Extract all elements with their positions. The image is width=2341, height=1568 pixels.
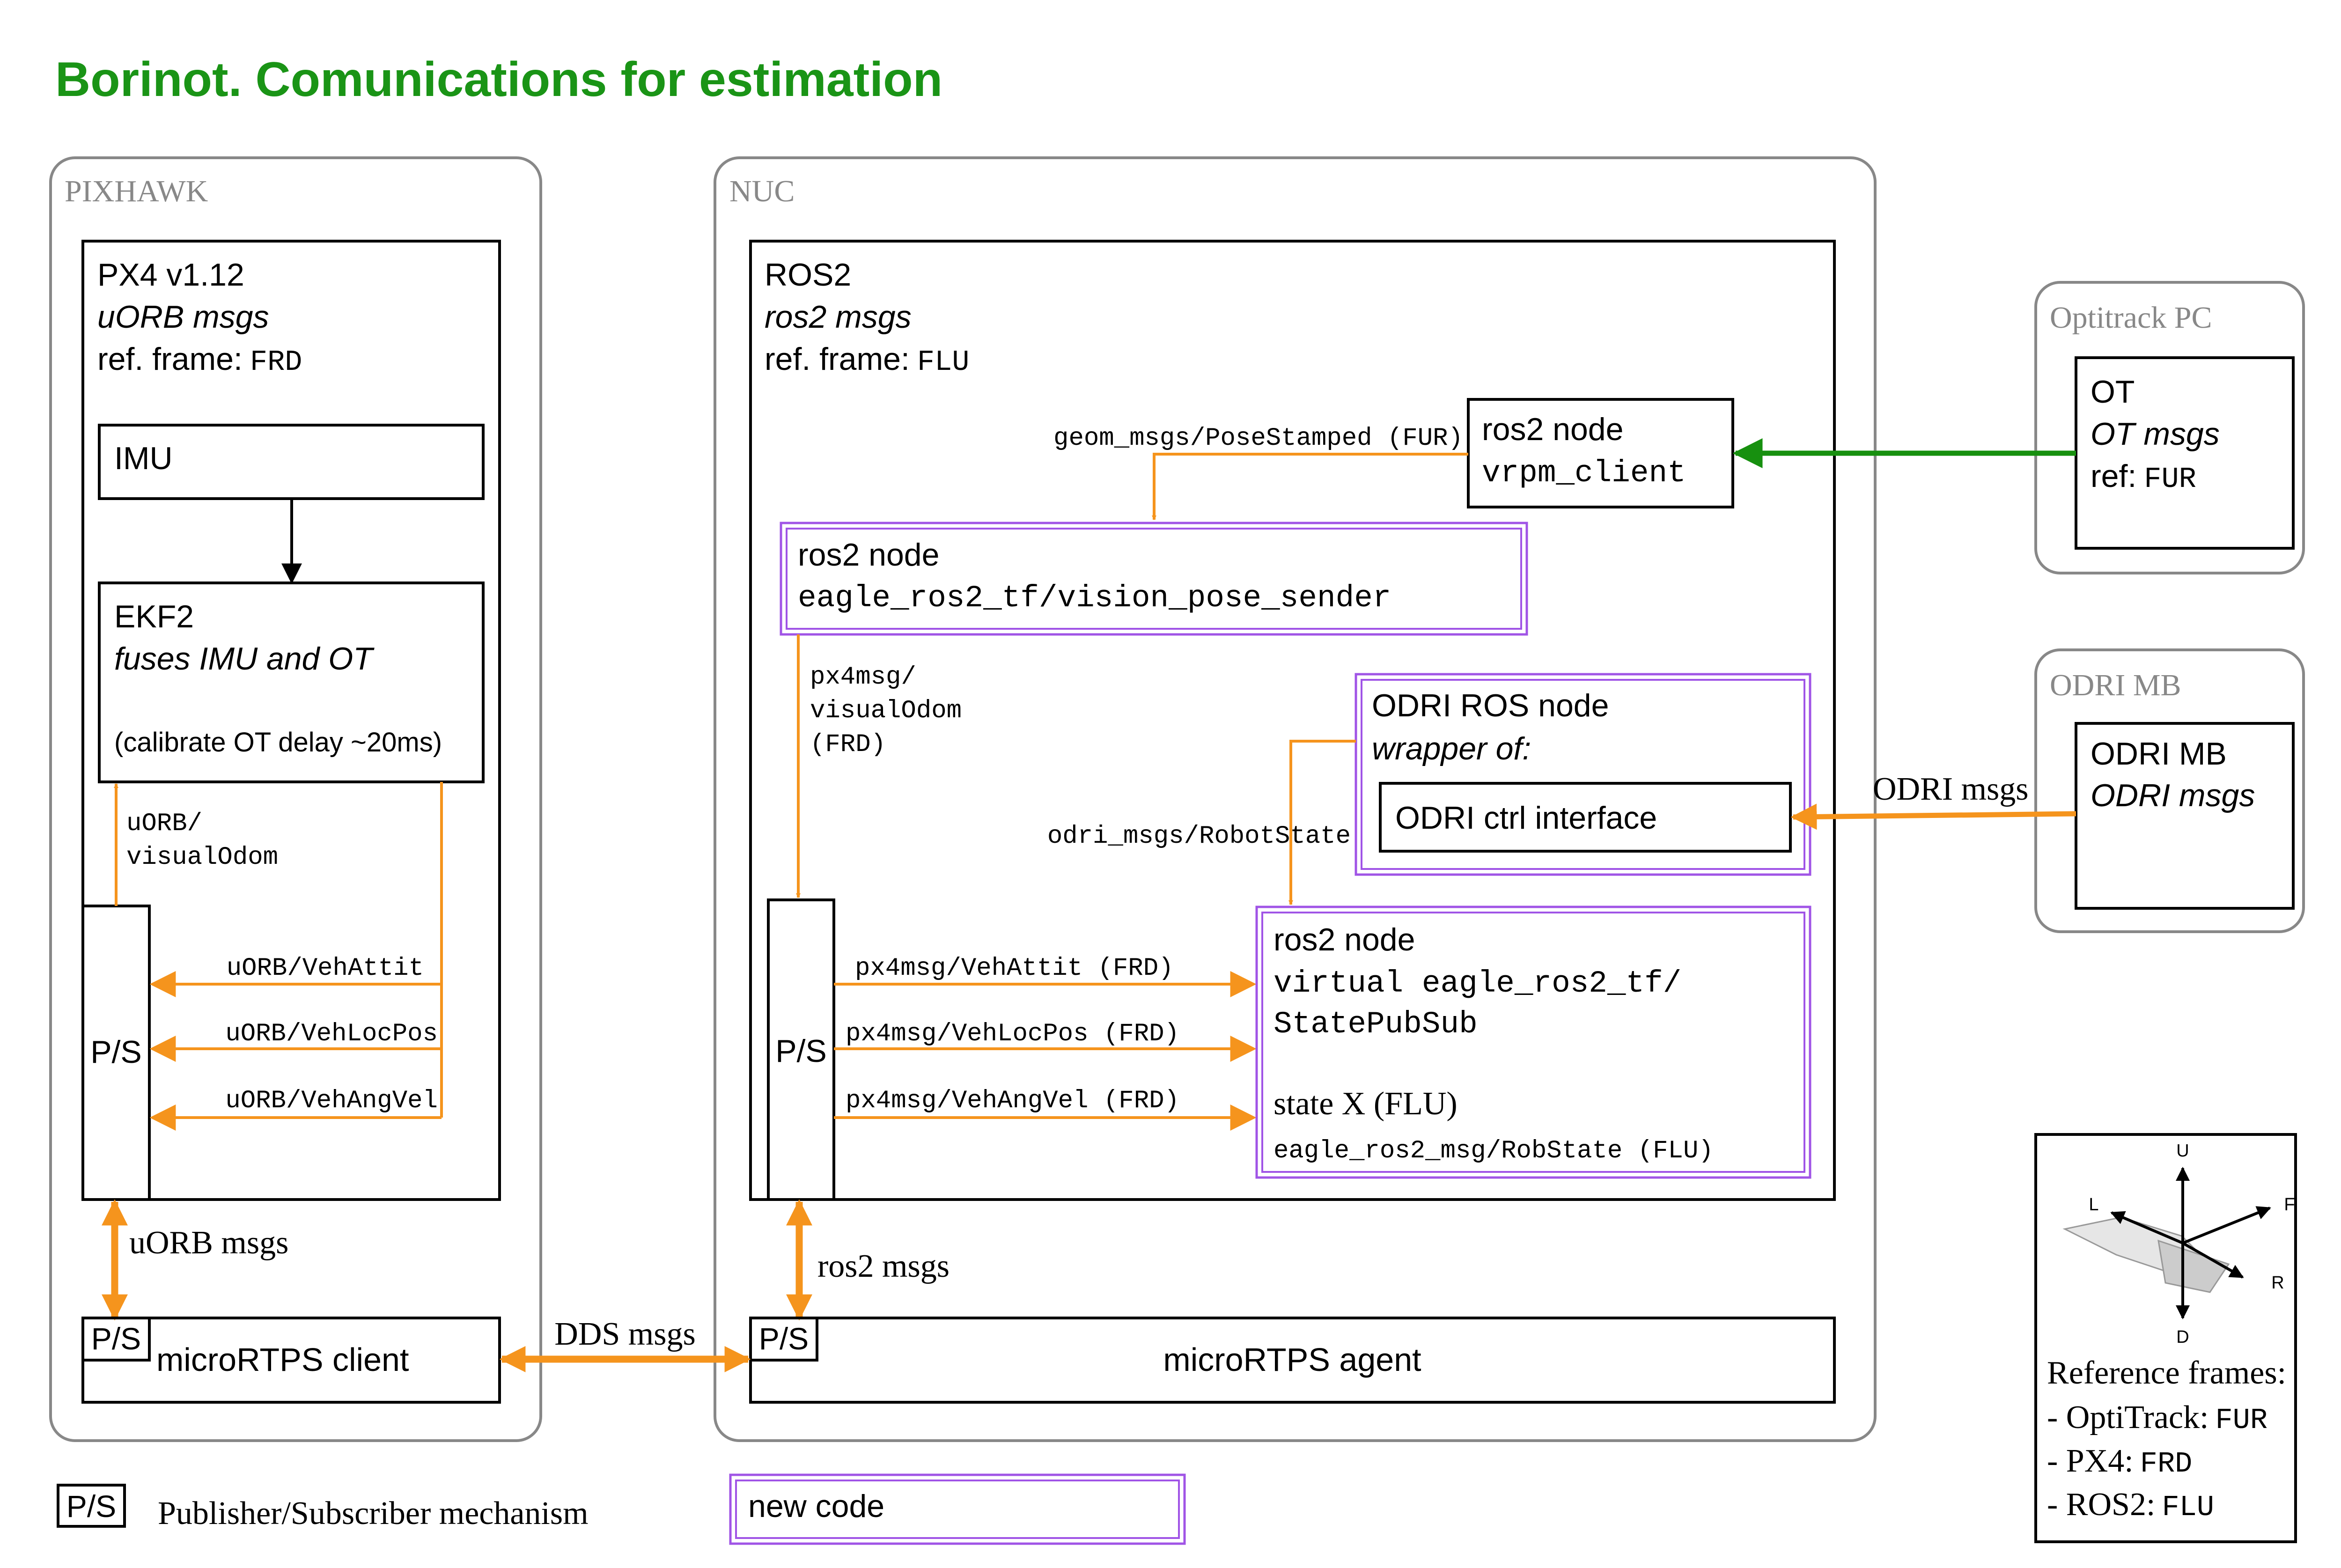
odri-ros-node-subtitle: wrapper of:: [1372, 731, 1531, 766]
micrortps-client-ps-box: [81, 1317, 151, 1362]
px4-visualodom-topic-1: uORB/: [126, 810, 202, 838]
vision-pose-sender-name: eagle_ros2_tf/vision_pose_sender: [798, 581, 1391, 616]
axis-f-label: F: [2284, 1195, 2295, 1215]
vrpm-client-title: ros2 node: [1482, 412, 1623, 447]
state-pubsub-inner: [1261, 912, 1805, 1173]
state-pubsub-title: ros2 node: [1274, 922, 1415, 957]
reference-frames-title: Reference frames:: [2047, 1355, 2286, 1391]
legend-ps-label: P/S: [66, 1489, 116, 1524]
reference-frame-px4: - PX4:FRD: [2047, 1443, 2192, 1480]
px4msg-visualodom-topic-2: visualOdom: [810, 697, 962, 725]
ot-name: OT: [2091, 374, 2135, 410]
micrortps-client-label: microRTPS client: [156, 1341, 409, 1378]
ros2-ref-frame: ref. frame:FLU: [765, 341, 969, 379]
micrortps-agent-ps-label: P/S: [759, 1321, 809, 1356]
pixhawk-label: PIXHAWK: [65, 174, 208, 208]
ros2-box: [749, 240, 1836, 1201]
vision-pose-sender-inner: [786, 528, 1522, 630]
ros2-link-label: ros2 msgs: [817, 1248, 950, 1284]
odri-mb-msgs: ODRI msgs: [2091, 778, 2255, 813]
odri-ros-node-inner: [1361, 679, 1805, 870]
odri-ros-node-title: ODRI ROS node: [1372, 688, 1609, 723]
odri-msgs-link-label: ODRI msgs: [1873, 771, 2029, 807]
axis-r-arrow: [2182, 1242, 2244, 1279]
ekf2-title: EKF2: [114, 599, 194, 634]
reference-frame-ros2: - ROS2:FLU: [2047, 1487, 2214, 1524]
ros2-name: ROS2: [765, 257, 851, 293]
micrortps-agent-ps-box: [749, 1317, 818, 1362]
state-pubsub-state: state X (FLU): [1274, 1086, 1458, 1122]
state-pubsub-name-2: StatePubSub: [1274, 1007, 1478, 1042]
ekf2-note: (calibrate OT delay ~20ms): [114, 727, 442, 758]
ros2-angvel-topic: px4msg/VehAngVel (FRD): [846, 1087, 1179, 1115]
micrortps-client-ps-label: P/S: [91, 1321, 141, 1356]
vrpm-client-name: vrpm_client: [1482, 456, 1686, 491]
px4-locpos-topic: uORB/VehLocPos: [225, 1020, 438, 1048]
uorb-link-label: uORB msgs: [129, 1225, 288, 1261]
ros2-ps-label: P/S: [775, 1033, 827, 1069]
ekf2-box: [98, 582, 485, 783]
ot-ref: ref:FUR: [2091, 458, 2196, 496]
vision-pose-sender-node: [780, 522, 1528, 636]
legend-new-code-box: [729, 1473, 1186, 1545]
axis-f-arrow: [2182, 1206, 2271, 1244]
nuc-label: NUC: [729, 174, 795, 208]
ros2-msgs: ros2 msgs: [765, 299, 912, 335]
px4-name: PX4 v1.12: [97, 257, 244, 293]
pose-stamped-topic: geom_msgs/PoseStamped (FUR): [1053, 424, 1463, 453]
micrortps-agent-label: microRTPS agent: [1163, 1341, 1421, 1378]
legend-new-code-label: new code: [748, 1488, 884, 1524]
odri-ros-node: [1355, 673, 1811, 876]
reference-frame-optitrack: - OptiTrack:FUR: [2047, 1399, 2267, 1437]
px4-angvel-topic: uORB/VehAngVel: [225, 1087, 438, 1115]
optitrack-label: Optitrack PC: [2050, 301, 2212, 335]
imu-label: IMU: [114, 441, 173, 476]
px4-box: [81, 240, 501, 1201]
diagram-title: Borinot. Comunications for estimation: [55, 52, 942, 107]
odri-group: [2034, 648, 2305, 933]
px4msg-visualodom-topic-1: px4msg/: [810, 663, 916, 692]
nuc-group: [714, 156, 1877, 1442]
axis-l-label: L: [2089, 1195, 2098, 1215]
legend-ps-description: Publisher/Subscriber mechanism: [158, 1495, 589, 1531]
px4-visualodom-topic-2: visualOdom: [126, 843, 278, 872]
axis-l-arrow: [2110, 1211, 2184, 1244]
dds-link-label: DDS msgs: [554, 1316, 695, 1352]
ros2-locpos-topic: px4msg/VehLocPos (FRD): [846, 1020, 1179, 1048]
state-pubsub-node: [1255, 905, 1811, 1179]
legend-ps-box: [57, 1484, 126, 1528]
px4-ps-label: P/S: [90, 1034, 142, 1070]
pixhawk-group: [49, 156, 542, 1442]
odri-label: ODRI MB: [2050, 668, 2181, 702]
px4-msgs: uORB msgs: [97, 299, 269, 335]
axis-r-label: R: [2271, 1273, 2284, 1293]
odri-mb-name: ODRI MB: [2091, 736, 2227, 772]
px4-ref-frame: ref. frame:FRD: [97, 341, 302, 379]
legend-new-code-inner: [735, 1480, 1180, 1539]
robot-state-topic: odri_msgs/RobotState: [1047, 822, 1351, 851]
odri-mb-to-ctrl-arrow: [1790, 803, 2076, 830]
vision-pose-sender-title: ros2 node: [798, 537, 939, 573]
state-pubsub-output: eagle_ros2_msg/RobState (FLU): [1274, 1137, 1714, 1165]
px4-att-topic: uORB/VehAttit: [227, 954, 424, 983]
axis-d-label: D: [2176, 1327, 2189, 1347]
reference-frames-box: [2034, 1133, 2297, 1543]
odri-ctrl-interface-label: ODRI ctrl interface: [1395, 800, 1657, 836]
ekf2-subtitle: fuses IMU and OT: [114, 641, 375, 677]
ot-msgs: OT msgs: [2091, 416, 2220, 452]
axis-u-label: U: [2176, 1141, 2189, 1161]
state-pubsub-name-1: virtual eagle_ros2_tf/: [1274, 966, 1681, 1001]
pose-stamped-arrow: [1152, 453, 1468, 520]
robot-state-arrow: [1288, 740, 1356, 905]
reference-frames-figure: U D L F R: [2062, 1141, 2295, 1347]
optitrack-group: [2034, 281, 2305, 574]
odri-ctrl-interface-box: [1379, 782, 1792, 853]
px4msg-visualodom-topic-3: (FRD): [810, 730, 886, 759]
ros2-att-topic: px4msg/VehAttit (FRD): [855, 954, 1174, 983]
